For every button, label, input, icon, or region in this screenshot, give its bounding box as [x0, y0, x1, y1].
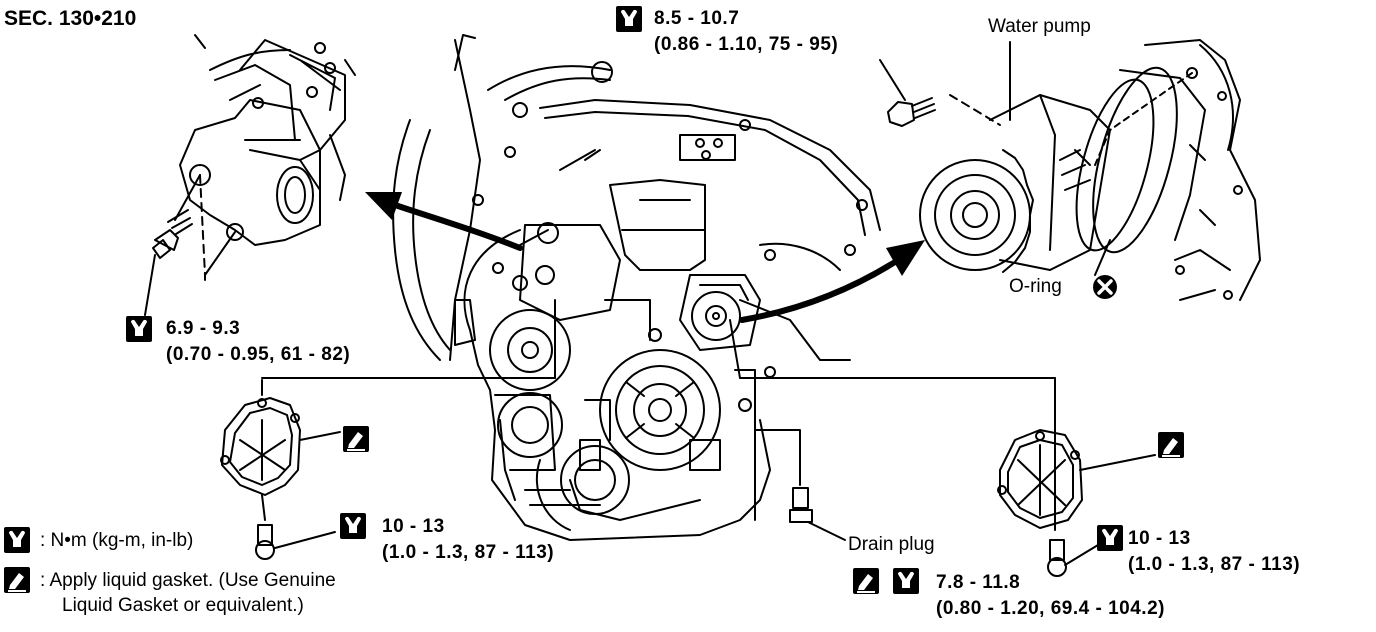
crankshaft-pulley — [560, 349, 721, 515]
arrow-right — [739, 240, 925, 323]
water-pump-mount — [691, 284, 749, 341]
left-cover-detail — [220, 299, 556, 560]
bottom-right-torque-value: 10 - 13 — [1128, 528, 1191, 549]
water-pump-label: Water pump — [988, 16, 1091, 37]
torque-wrench-icon — [616, 6, 642, 32]
water-pump-bolt — [879, 59, 936, 127]
drain-torque-units: (0.80 - 1.20, 69.4 - 104.2) — [936, 598, 1165, 619]
legend-gasket-line2: Liquid Gasket or equivalent.) — [62, 595, 304, 616]
left-torque-units: (0.70 - 0.95, 61 - 82) — [166, 344, 351, 365]
liquid-gasket-icon — [343, 426, 369, 452]
liquid-gasket-icon — [4, 567, 30, 593]
drain-plug-label: Drain plug — [848, 534, 935, 555]
left-torque-value: 6.9 - 9.3 — [166, 318, 241, 339]
legend-torque-units: : N•m (kg-m, in-lb) — [40, 530, 194, 551]
torque-wrench-icon — [126, 316, 152, 342]
bottom-left-torque-value: 10 - 13 — [382, 516, 445, 537]
o-ring-label: O-ring — [1009, 276, 1062, 297]
legend-gasket-line1: : Apply liquid gasket. (Use Genuine — [40, 570, 336, 591]
water-pump-detail — [919, 39, 1261, 301]
drain-torque-value: 7.8 - 11.8 — [936, 572, 1021, 593]
bottom-left-torque-units: (1.0 - 1.3, 87 - 113) — [382, 542, 555, 563]
right-cover-detail — [729, 319, 1156, 577]
torque-wrench-icon — [1097, 525, 1123, 551]
do-not-reuse-icon — [1092, 274, 1118, 300]
torque-wrench-icon — [4, 527, 30, 553]
arrow-left — [365, 192, 523, 251]
engine-block — [392, 34, 881, 541]
left-housing-detail — [144, 34, 356, 316]
top-torque-value: 8.5 - 10.7 — [654, 8, 740, 29]
torque-wrench-icon — [893, 568, 919, 594]
section-number: SEC. 130•210 — [4, 7, 137, 30]
liquid-gasket-icon — [1158, 432, 1184, 458]
idler-pulley — [489, 309, 571, 458]
top-torque-units: (0.86 - 1.10, 75 - 95) — [654, 34, 839, 55]
liquid-gasket-icon — [853, 568, 879, 594]
bottom-right-torque-units: (1.0 - 1.3, 87 - 113) — [1128, 554, 1301, 575]
drain-plug-detail — [754, 429, 846, 541]
torque-wrench-icon — [340, 513, 366, 539]
